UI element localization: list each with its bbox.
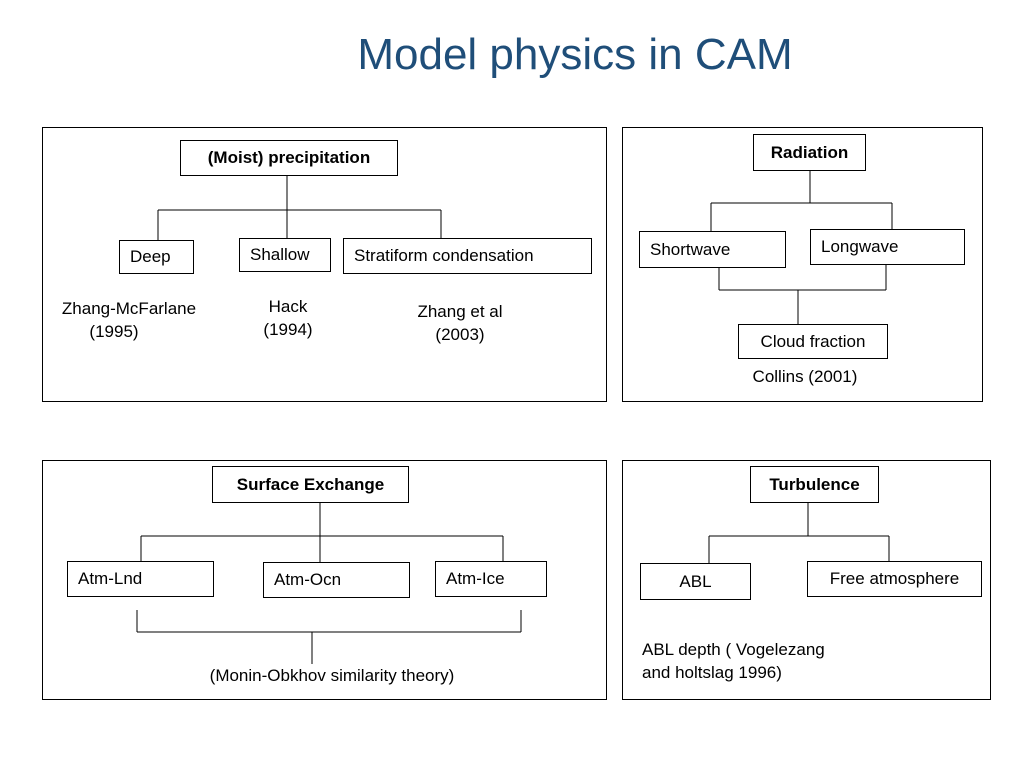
stratiform-condensation-box: Stratiform condensation (343, 238, 592, 274)
cloud-fraction-box: Cloud fraction (738, 324, 888, 359)
ref-name: Zhang-McFarlane (61, 299, 197, 318)
slide-title: Model physics in CAM (357, 30, 793, 79)
shallow-box: Shallow (239, 238, 331, 272)
zhang-et-al-ref: Zhang et al (2003) (405, 300, 515, 346)
turbulence-panel (622, 460, 991, 700)
collins-ref: Collins (2001) (752, 367, 858, 386)
moist-precipitation-box: (Moist) precipitation (180, 140, 398, 176)
monin-obkhov-note: (Monin-Obkhov similarity theory) (209, 666, 455, 685)
atm-ocn-box: Atm-Ocn (263, 562, 410, 598)
ref-year: (2003) (435, 325, 485, 344)
ref-name: Zhang et al (417, 302, 503, 321)
surface-exchange-box: Surface Exchange (212, 466, 409, 503)
surface-exchange-panel (42, 460, 607, 700)
ref-year: (1995) (89, 322, 139, 341)
note-line: and holtslag 1996) (642, 663, 782, 682)
ref-name: Hack (268, 297, 308, 316)
radiation-box: Radiation (753, 134, 866, 171)
abl-box: ABL (640, 563, 751, 600)
radiation-panel (622, 127, 983, 402)
precipitation-panel (42, 127, 607, 402)
note-line: ABL depth ( Vogelezang (642, 640, 825, 659)
abl-depth-note: ABL depth ( Vogelezang and holtslag 1996… (642, 638, 882, 684)
zhang-mcfarlane-ref: Zhang-McFarlane (1995) (48, 297, 210, 343)
longwave-box: Longwave (810, 229, 965, 265)
atm-lnd-box: Atm-Lnd (67, 561, 214, 597)
deep-box: Deep (119, 240, 194, 274)
turbulence-box: Turbulence (750, 466, 879, 503)
shortwave-box: Shortwave (639, 231, 786, 268)
atm-ice-box: Atm-Ice (435, 561, 547, 597)
hack-ref: Hack (1994) (248, 295, 328, 341)
ref-year: (1994) (263, 320, 313, 339)
free-atmosphere-box: Free atmosphere (807, 561, 982, 597)
